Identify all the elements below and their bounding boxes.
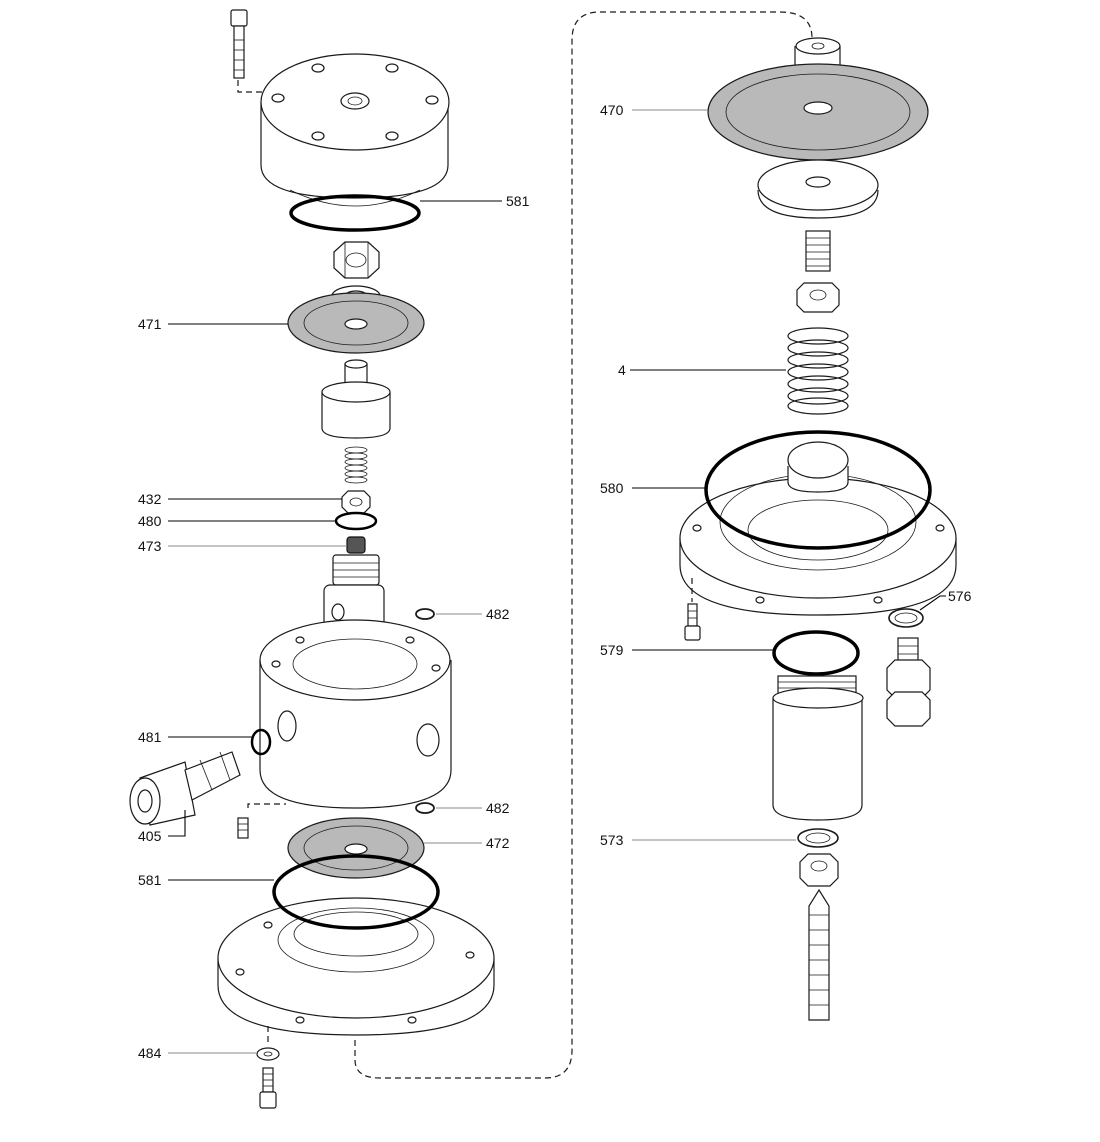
o-ring-581-top	[289, 194, 421, 232]
hex-nut-432	[341, 490, 371, 514]
spring-housing-flange	[679, 441, 957, 616]
callout-581-bottom: 581	[138, 872, 162, 888]
piston	[321, 359, 391, 439]
callout-484: 484	[138, 1045, 162, 1061]
diaphragm-472	[287, 817, 425, 879]
o-ring-480	[334, 511, 378, 531]
callout-471: 471	[138, 316, 162, 332]
hex-nut-right	[796, 282, 840, 313]
hex-nut-left	[333, 241, 380, 279]
bottom-flange	[217, 897, 495, 1036]
hex-nut-adjust	[799, 853, 839, 887]
washer-484	[256, 1047, 280, 1061]
assembly-path-dashed	[354, 11, 813, 1079]
set-screw	[237, 803, 286, 839]
callout-473: 473	[138, 538, 162, 554]
callout-581-top: 581	[506, 193, 530, 209]
support-plate	[757, 159, 879, 219]
cap-screw-bottom	[259, 1067, 277, 1109]
top-cover	[260, 53, 450, 207]
o-ring-580	[704, 430, 932, 550]
o-ring-579	[772, 630, 860, 676]
bonnet-cylinder	[772, 675, 864, 821]
o-ring-481	[250, 728, 272, 756]
o-ring-482-bottom	[415, 802, 435, 814]
callout-573: 573	[600, 832, 624, 848]
adjusting-screw	[808, 888, 830, 1021]
callout-405: 405	[138, 828, 162, 844]
diaphragm-471	[287, 292, 425, 354]
callout-480: 480	[138, 513, 162, 529]
leader-576	[919, 595, 946, 611]
seal-473	[346, 536, 366, 554]
o-ring-482-top	[415, 608, 435, 620]
gauge-fitting	[886, 637, 931, 727]
callout-481: 481	[138, 729, 162, 745]
callout-470: 470	[600, 102, 624, 118]
threaded-stud-right	[805, 230, 831, 272]
o-ring-581-bottom	[272, 854, 440, 930]
callout-580: 580	[600, 480, 624, 496]
callout-4: 4	[618, 362, 626, 378]
valve-body	[259, 619, 452, 809]
cap-screw-right	[684, 578, 701, 641]
callout-482-bottom: 482	[486, 800, 510, 816]
diaphragm-470	[707, 63, 929, 161]
fitting-405	[129, 751, 241, 826]
washer-576	[888, 608, 924, 628]
callout-472: 472	[486, 835, 510, 851]
small-spring	[344, 446, 368, 484]
callout-432: 432	[138, 491, 162, 507]
callout-576: 576	[948, 588, 972, 604]
washer-573	[797, 828, 839, 848]
cap-screw-top	[230, 9, 270, 93]
callout-482-top: 482	[486, 606, 510, 622]
leader-405	[168, 810, 186, 837]
spring-4	[787, 327, 849, 415]
callout-579: 579	[600, 642, 624, 658]
